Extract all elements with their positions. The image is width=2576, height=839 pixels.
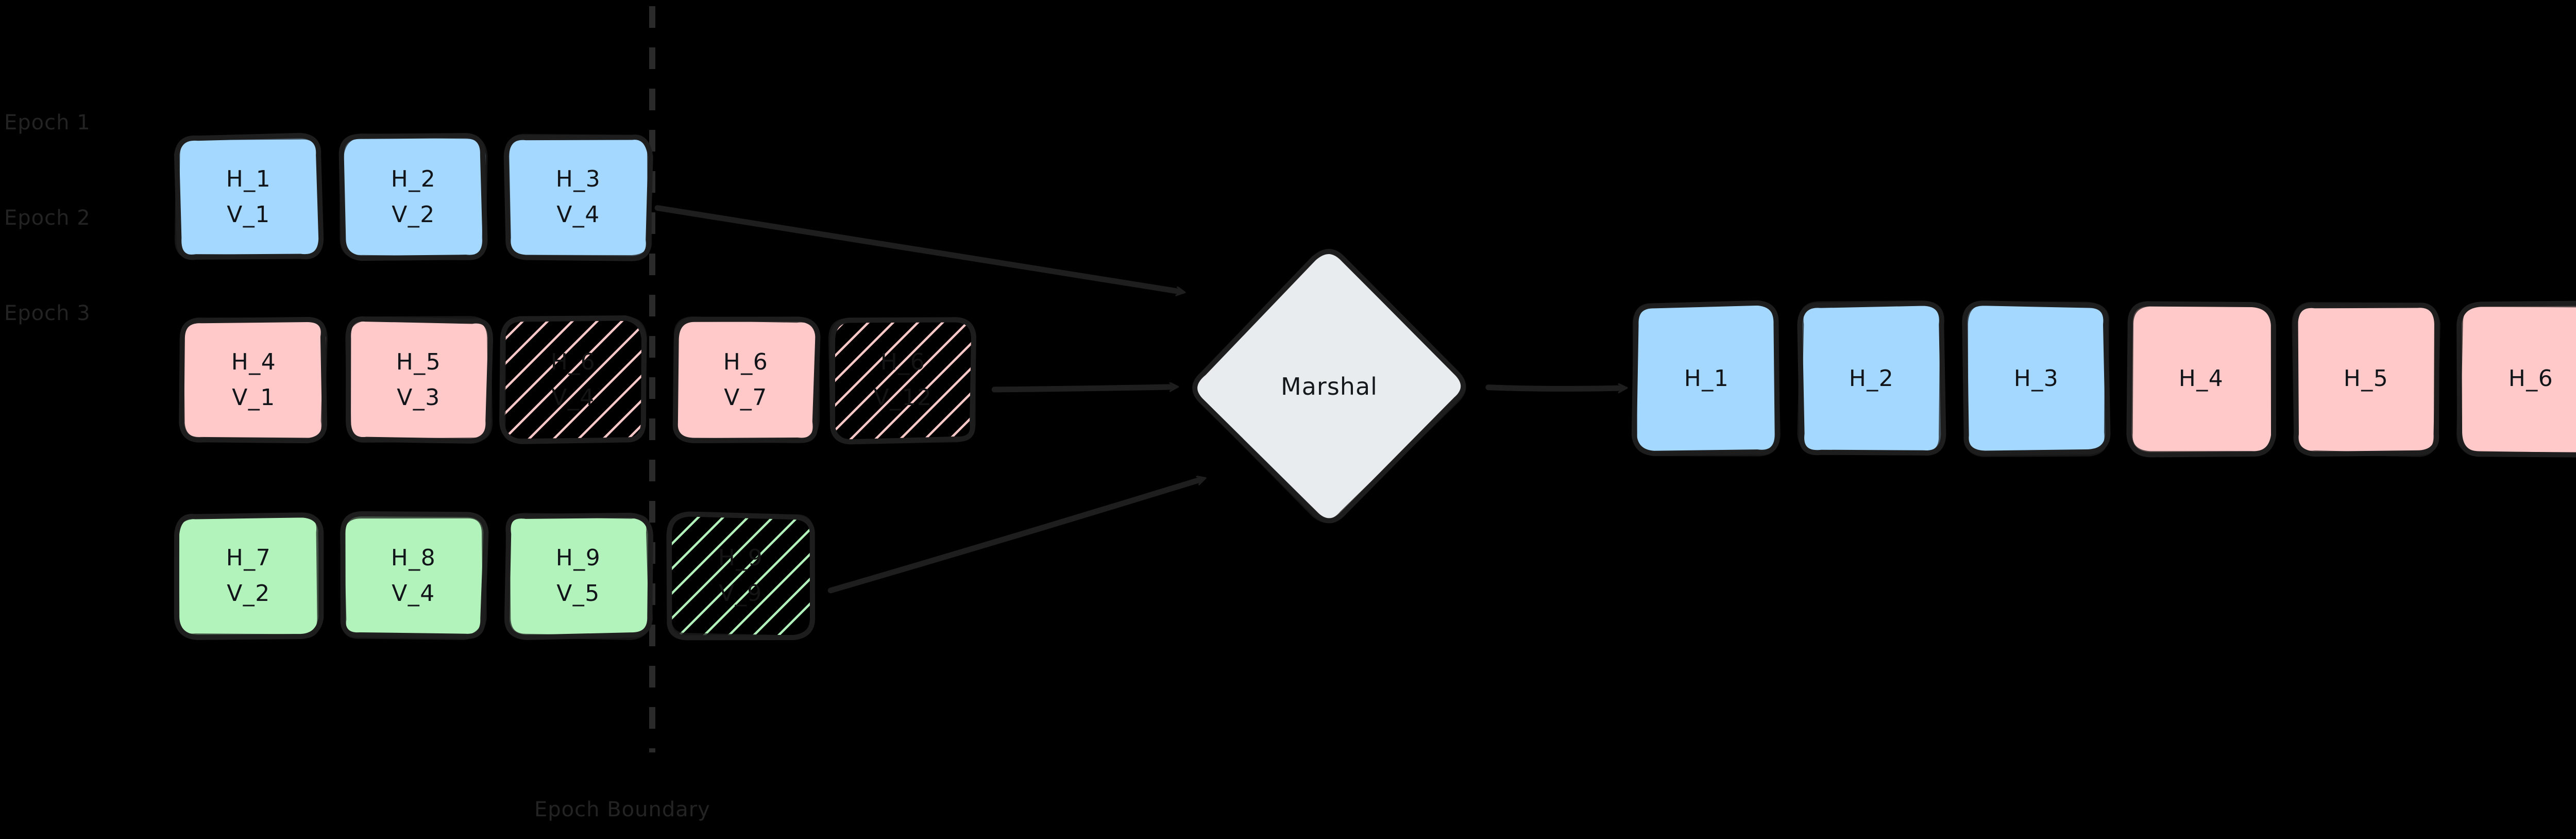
node-outline	[505, 133, 652, 260]
node-outline	[340, 514, 487, 640]
arrow-epoch1-to-marshal	[654, 205, 1180, 291]
node-outline	[501, 316, 647, 443]
node-outline	[666, 512, 815, 640]
epoch-node[interactable]	[179, 317, 328, 444]
epoch-node[interactable]	[504, 513, 653, 640]
node-fill	[670, 514, 811, 636]
output-node[interactable]	[2126, 301, 2277, 458]
node-fill	[673, 319, 818, 442]
output-node-fill	[1965, 303, 2109, 454]
node-outline	[174, 135, 323, 259]
marshal-label: Marshal	[1281, 373, 1378, 400]
output-node-outline	[1963, 301, 2110, 457]
output-node[interactable]	[1631, 300, 1781, 457]
node-outline	[505, 513, 653, 640]
output-node-outline	[2456, 303, 2576, 457]
node-fill	[502, 319, 643, 442]
epoch-node[interactable]	[503, 133, 653, 261]
node-outline	[345, 316, 493, 443]
output-node-fill	[1800, 304, 1942, 453]
epoch-row-label: Epoch 2	[4, 206, 91, 230]
arrow-epoch3-to-marshal	[827, 479, 1201, 594]
node-fill	[346, 318, 491, 442]
epoch-node[interactable]	[499, 315, 647, 444]
node-fill	[183, 320, 326, 441]
output-node-fill	[2460, 305, 2576, 455]
marshal-outline	[1192, 249, 1466, 523]
node-fill	[179, 514, 320, 637]
node-outline	[828, 317, 976, 445]
node-fill	[177, 135, 320, 258]
epoch-node[interactable]	[666, 511, 816, 641]
node-fill	[341, 137, 486, 258]
epoch-node[interactable]	[345, 316, 494, 444]
output-node-outline	[2128, 302, 2276, 456]
output-node[interactable]	[2456, 300, 2576, 458]
node-outline	[340, 133, 488, 260]
arrow-marshal-to-output	[1485, 388, 1622, 389]
epoch-row-label: Epoch 3	[4, 301, 91, 325]
epoch-node[interactable]	[672, 316, 821, 443]
node-outline	[673, 316, 820, 443]
node-fill	[832, 319, 974, 441]
epoch-node[interactable]	[828, 317, 976, 445]
output-node-outline	[1797, 300, 1944, 455]
node-outline	[179, 317, 328, 442]
epoch-node[interactable]	[174, 132, 324, 260]
node-fill	[506, 135, 651, 258]
output-node-outline	[1632, 301, 1781, 457]
epoch-boundary-label: Epoch Boundary	[534, 798, 710, 821]
output-node[interactable]	[1797, 300, 1946, 456]
output-node-fill	[2129, 304, 2273, 455]
epoch-node[interactable]	[174, 512, 324, 640]
output-node-fill	[2295, 303, 2437, 454]
output-node[interactable]	[2292, 301, 2441, 457]
output-node-outline	[2292, 301, 2441, 457]
epoch-row-label: Epoch 1	[4, 111, 91, 135]
epoch-node[interactable]	[338, 133, 488, 261]
output-node-fill	[1635, 303, 1777, 455]
marshal-diamond[interactable]	[1192, 249, 1466, 524]
marshal-fill	[1194, 252, 1464, 522]
output-node[interactable]	[1962, 300, 2111, 457]
node-fill	[506, 514, 650, 637]
node-fill	[343, 514, 486, 636]
epoch-node[interactable]	[340, 511, 489, 640]
node-outline	[175, 512, 321, 639]
arrow-epoch2-to-marshal	[991, 387, 1173, 393]
